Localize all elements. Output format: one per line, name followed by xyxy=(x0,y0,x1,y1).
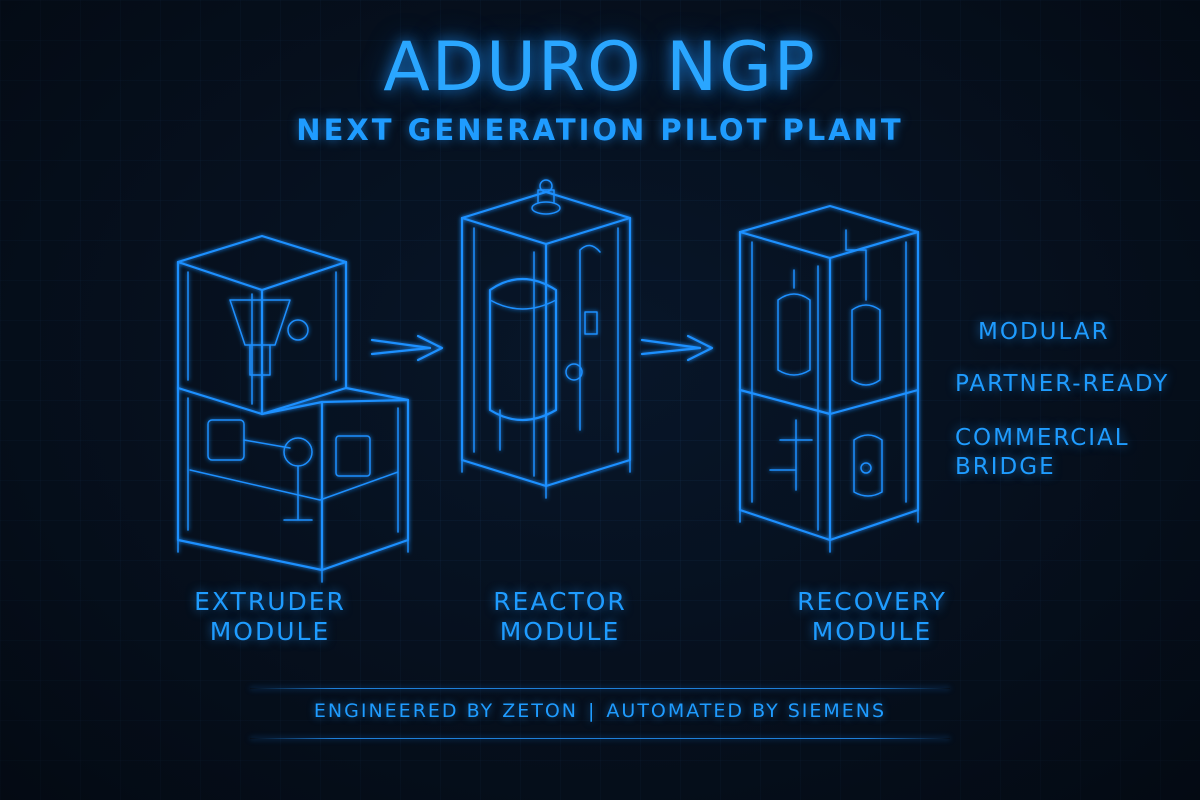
reactor-module-drawing xyxy=(460,179,632,499)
footer-separator: | xyxy=(588,700,597,722)
module-label-line: REACTOR xyxy=(493,587,627,616)
footer-rule-bottom xyxy=(250,738,950,739)
module-label-line: RECOVERY xyxy=(797,587,947,616)
feature-line: PARTNER-READY xyxy=(955,371,1170,397)
module-label-recovery: RECOVERY MODULE xyxy=(752,587,992,647)
module-label-line: EXTRUDER xyxy=(194,587,346,616)
footer-automated-by: AUTOMATED BY SIEMENS xyxy=(606,700,887,722)
footer-rule-top xyxy=(250,688,950,689)
feature-modular: MODULAR xyxy=(978,318,1110,347)
feature-partner-ready: PARTNER-READY xyxy=(955,370,1169,399)
flow-arrow-icon xyxy=(370,334,444,362)
module-label-extruder: EXTRUDER MODULE xyxy=(150,587,390,647)
feature-line: COMMERCIAL xyxy=(955,425,1130,451)
page-subtitle: NEXT GENERATION PILOT PLANT xyxy=(296,113,904,147)
page-title: ADURO NGP xyxy=(383,28,817,107)
module-label-line: MODULE xyxy=(811,617,933,646)
module-label-reactor: REACTOR MODULE xyxy=(440,587,680,647)
feature-line: MODULAR xyxy=(978,319,1110,345)
extruder-module-drawing xyxy=(176,234,410,583)
feature-commercial-bridge: COMMERCIAL BRIDGE xyxy=(955,424,1130,482)
recovery-module-drawing xyxy=(738,204,920,553)
footer-engineered-by: ENGINEERED BY ZETON xyxy=(313,700,579,722)
flow-arrow-icon xyxy=(640,334,714,362)
module-label-line: MODULE xyxy=(209,617,331,646)
feature-line: BRIDGE xyxy=(955,454,1056,480)
footer-credits: ENGINEERED BY ZETON | AUTOMATED BY SIEMENS xyxy=(0,700,1200,722)
module-label-line: MODULE xyxy=(499,617,621,646)
